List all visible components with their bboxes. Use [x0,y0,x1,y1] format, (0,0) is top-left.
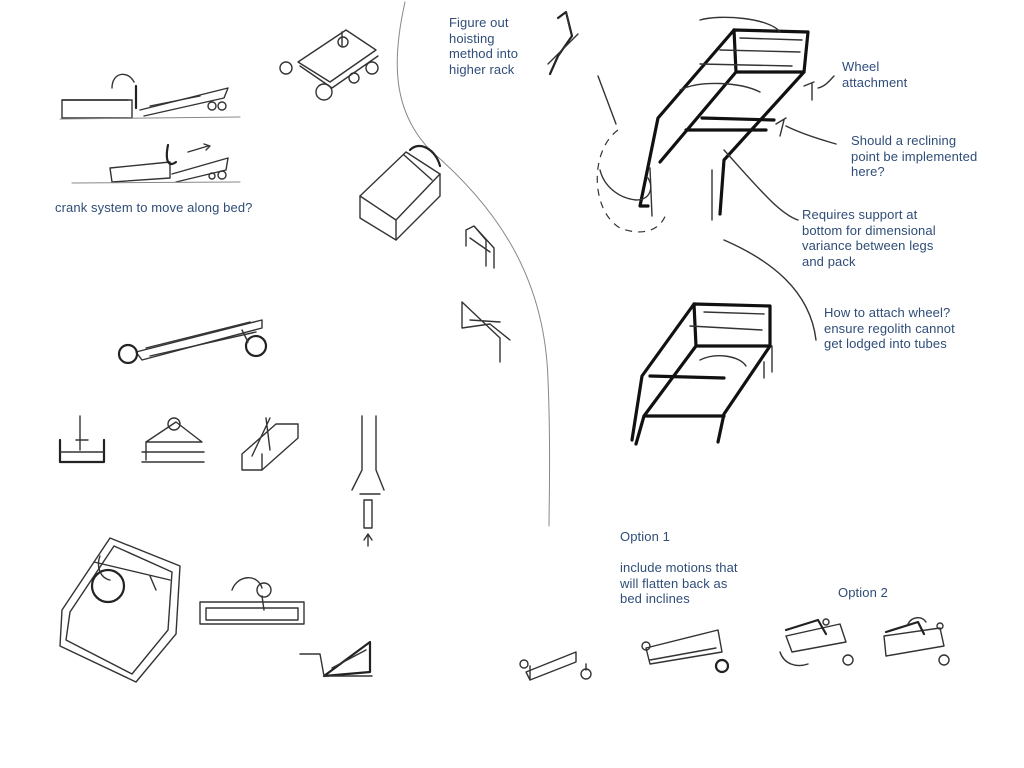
sketch-skid [117,319,268,365]
sketch-option2-a [779,618,854,667]
sketch-profile-triangle [141,417,205,463]
sketch-option2-b [883,617,950,666]
sketch-option1-a [519,651,592,681]
sketch-small-stand-1 [465,225,495,269]
note-attach-wheel: How to attach wheel? ensure regolith can… [824,305,955,351]
sketch-second-rack [630,302,773,446]
sketch-option1-b [641,629,730,674]
note-hoisting-method: Figure out hoisting method into higher r… [449,15,519,77]
sketch-main-rack [596,16,837,341]
note-wheel-attachment: Wheel attachment [842,59,908,90]
note-bottom-support: Requires support at bottom for dimension… [802,207,936,269]
note-crank-system: crank system to move along bed? [55,200,253,215]
sketch-hoist-detail [547,10,617,125]
sketch-bed-crank-bottom [71,143,241,184]
note-motions: include motions that will flatten back a… [620,560,738,606]
sketch-profile-t [58,415,106,464]
divider-curve [396,1,551,527]
sketch-profile-vertical [351,415,385,547]
sketch-box-pack [359,144,442,241]
note-option-2: Option 2 [838,585,888,600]
note-reclining-point: Should a reclining point be implemented … [851,133,978,179]
sketch-bed-frame-wheel [59,537,181,683]
sketch-bed-crank-top [59,73,241,120]
sketch-small-stand-2 [461,301,511,363]
sketch-tray [199,577,305,625]
sketch-profile-channel [241,417,299,471]
note-option-1: Option 1 [620,529,670,544]
sketch-wedge [299,640,373,678]
sketch-cart-top [279,29,379,101]
